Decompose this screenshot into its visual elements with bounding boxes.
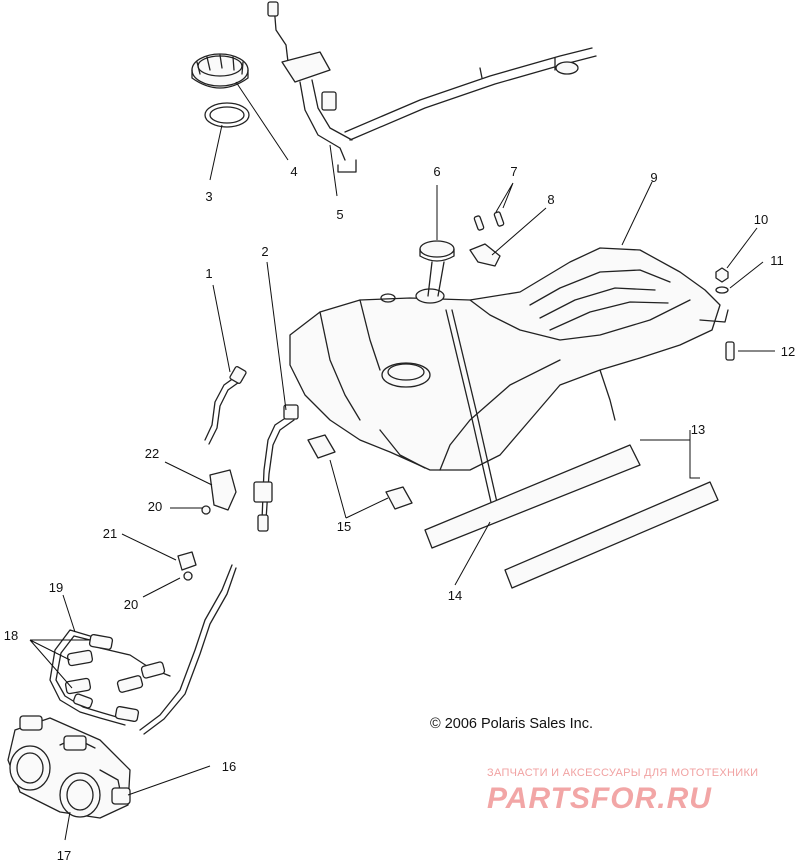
fuel-injectors (64, 634, 166, 722)
leader-lines (29, 81, 775, 841)
screw-lower (183, 571, 193, 581)
clamp (177, 551, 197, 571)
callout-5: 5 (336, 207, 343, 222)
callout-22: 22 (145, 446, 159, 461)
watermark-tagline: ЗАПЧАСТИ И АКСЕССУАРЫ ДЛЯ МОТОТЕХНИКИ (487, 767, 758, 779)
callout-15: 15 (337, 519, 351, 534)
fuel-line-1 (204, 366, 247, 445)
lock-ring (191, 53, 249, 89)
screws (473, 211, 505, 231)
callout-2: 2 (261, 244, 268, 259)
callout-12: 12 (781, 344, 795, 359)
callout-4: 4 (290, 164, 297, 179)
foam-pads (307, 434, 413, 510)
screw-upper (201, 505, 211, 515)
callout-18: 18 (4, 628, 18, 643)
callout-16: 16 (222, 759, 236, 774)
bolt (725, 341, 735, 361)
washer (715, 286, 729, 294)
callout-17: 17 (57, 848, 71, 861)
callout-20-lower: 20 (124, 597, 138, 612)
bracket-plate (469, 243, 501, 267)
callout-21: 21 (103, 526, 117, 541)
watermark-logo: PARTSFOR.RU (487, 782, 712, 815)
callout-13: 13 (691, 422, 705, 437)
callout-6: 6 (433, 164, 440, 179)
callout-labels: 1 2 3 4 5 6 7 8 9 10 11 12 13 14 15 16 1… (4, 164, 795, 861)
pump-gasket (204, 102, 250, 128)
callout-19: 19 (49, 580, 63, 595)
fuel-pump-assembly (267, 1, 597, 173)
callout-20-upper: 20 (148, 499, 162, 514)
vent-tube (445, 309, 502, 521)
fuel-line-2 (253, 404, 299, 532)
callout-1: 1 (205, 266, 212, 281)
throttle-body (7, 715, 131, 819)
callout-11: 11 (770, 253, 784, 268)
callout-9: 9 (650, 170, 657, 185)
callout-7: 7 (510, 164, 517, 179)
bracket (209, 469, 237, 511)
nut (715, 267, 729, 283)
callout-8: 8 (547, 192, 554, 207)
fuel-rail-hose (49, 564, 237, 735)
copyright-notice: © 2006 Polaris Sales Inc. (430, 716, 593, 732)
watermark: ЗАПЧАСТИ И АКСЕССУАРЫ ДЛЯ МОТОТЕХНИКИ PA… (487, 767, 758, 815)
callout-3: 3 (205, 189, 212, 204)
callout-10: 10 (754, 212, 768, 227)
tank-pads (424, 444, 719, 589)
fuel-cap (419, 240, 455, 297)
fuel-tank (289, 247, 729, 471)
callout-14: 14 (448, 588, 462, 603)
